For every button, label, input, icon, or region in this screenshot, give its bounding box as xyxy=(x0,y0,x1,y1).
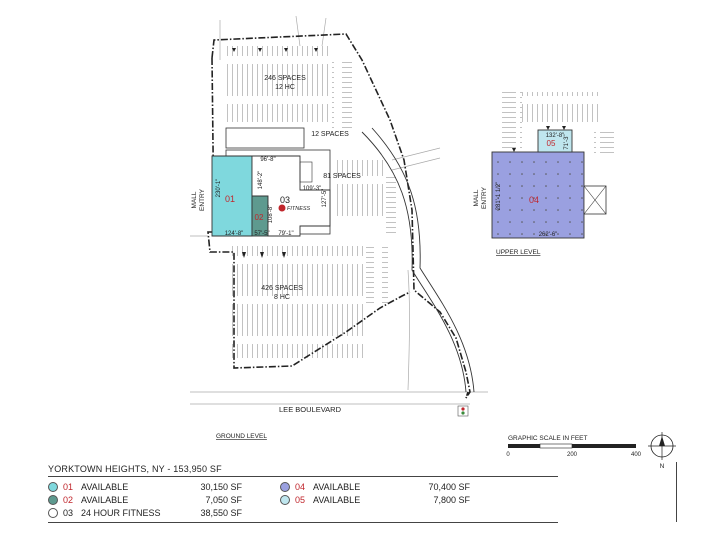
legend-id: 04 xyxy=(295,482,306,492)
legend-sf: 7,050 SF xyxy=(205,495,242,505)
space-05-shape xyxy=(537,129,573,153)
dimension-label: 108'-8" xyxy=(268,205,274,224)
parking-south xyxy=(232,246,388,358)
road-label: LEE BOULEVARD xyxy=(279,405,342,414)
parking-south-label-1: 426 SPACES xyxy=(261,285,303,292)
dimension-label: 109'-3" xyxy=(303,186,322,192)
parking-east-small-label: 12 SPACES xyxy=(311,131,349,138)
legend-label: AVAILABLE xyxy=(313,482,361,492)
dimension-labels: 96'-8" 148'-2" 109'-3" 127'-5" 230'-1" 1… xyxy=(216,133,570,238)
space-04-label: 04 xyxy=(529,195,539,205)
legend-label: AVAILABLE xyxy=(81,495,129,505)
scale-tick-400: 400 xyxy=(631,452,642,458)
space-02-label: 02 xyxy=(255,213,264,222)
ground-level-label: GROUND LEVEL xyxy=(216,433,267,440)
context-lines xyxy=(190,15,488,405)
scale-tick-0: 0 xyxy=(506,452,510,458)
legend-id: 05 xyxy=(295,495,306,505)
traffic-light-icon xyxy=(457,405,469,417)
parking-north xyxy=(226,46,352,130)
legend-swatch xyxy=(48,482,58,492)
fitness-logo-text: FITNESS xyxy=(287,206,311,212)
fitness-logo: FITNESS xyxy=(278,204,311,212)
legend-row-02: 02 AVAILABLE 7,050 SF xyxy=(48,495,248,507)
legend-row-03: 03 24 HOUR FITNESS 38,550 SF xyxy=(48,508,248,520)
access-road xyxy=(361,131,467,393)
graphic-scale: GRAPHIC SCALE IN FEET 0 200 400 xyxy=(506,435,641,458)
space-03-label: 03 xyxy=(280,195,290,205)
dimension-label: 281'-1 1/2" xyxy=(496,182,502,211)
legend-label: AVAILABLE xyxy=(313,495,361,505)
legend-id: 03 xyxy=(63,508,74,518)
parking-east-label: 81 SPACES xyxy=(323,173,361,180)
scale-title: GRAPHIC SCALE IN FEET xyxy=(508,435,587,442)
legend-label: AVAILABLE xyxy=(81,482,129,492)
dimension-label: 132'-8" xyxy=(546,133,565,139)
entry-markers-north xyxy=(232,48,318,52)
legend-id: 02 xyxy=(63,495,74,505)
legend-divider xyxy=(48,476,558,477)
north-label: N xyxy=(660,463,665,470)
legend-id: 01 xyxy=(63,482,74,492)
dimension-label: 262'-6" xyxy=(539,232,558,238)
mall-entry-left-label-1: MALL xyxy=(191,191,198,208)
mall-entry-right-label-2: ENTRY xyxy=(481,186,488,209)
dimension-label: 148'-2" xyxy=(258,171,264,190)
scale-tick-200: 200 xyxy=(567,452,578,458)
dimension-label: 79'-1" xyxy=(278,231,293,237)
entry-markers-south xyxy=(242,252,286,258)
parking-north-label-2: 12 HC xyxy=(275,84,295,91)
parking-south-label-2: 8 HC xyxy=(274,294,290,301)
north-arrow-icon: N xyxy=(648,432,676,470)
dimension-label: 71'-3" xyxy=(564,134,570,149)
parking-east xyxy=(336,160,400,236)
ground-level-building xyxy=(211,127,331,237)
property-boundary xyxy=(207,33,471,399)
dimension-label: 124'-8" xyxy=(225,231,244,237)
legend-vertical-rule xyxy=(676,462,677,522)
parking-north-label-1: 246 SPACES xyxy=(264,75,306,82)
legend-title: YORKTOWN HEIGHTS, NY - 153,950 SF xyxy=(48,464,222,474)
dimension-label: 96'-8" xyxy=(260,157,275,163)
legend-sf: 7,800 SF xyxy=(433,495,470,505)
legend-label: 24 HOUR FITNESS xyxy=(81,508,161,518)
space-05-label: 05 xyxy=(547,139,556,148)
legend-row-05: 05 AVAILABLE 7,800 SF xyxy=(280,495,480,507)
legend-row-01: 01 AVAILABLE 30,150 SF xyxy=(48,482,248,494)
legend-sf: 30,150 SF xyxy=(200,482,242,492)
upper-level-label: UPPER LEVEL xyxy=(496,249,541,256)
legend-swatch xyxy=(48,508,58,518)
legend-sf: 70,400 SF xyxy=(428,482,470,492)
legend-row-04: 04 AVAILABLE 70,400 SF xyxy=(280,482,480,494)
legend-swatch xyxy=(48,495,58,505)
dimension-label: 57'-5" xyxy=(254,231,269,237)
legend-divider-bottom xyxy=(48,522,558,523)
upper-level-parking xyxy=(496,92,620,156)
upper-level-building xyxy=(491,126,607,239)
dimension-label: 127'-5" xyxy=(322,189,328,208)
mall-entry-right-label-1: MALL xyxy=(473,189,480,206)
legend-swatch xyxy=(280,482,290,492)
legend-swatch xyxy=(280,495,290,505)
dimension-label: 230'-1" xyxy=(216,179,222,198)
space-01-label: 01 xyxy=(225,194,235,204)
legend-sf: 38,550 SF xyxy=(200,508,242,518)
mall-entry-left-label-2: ENTRY xyxy=(199,188,206,211)
